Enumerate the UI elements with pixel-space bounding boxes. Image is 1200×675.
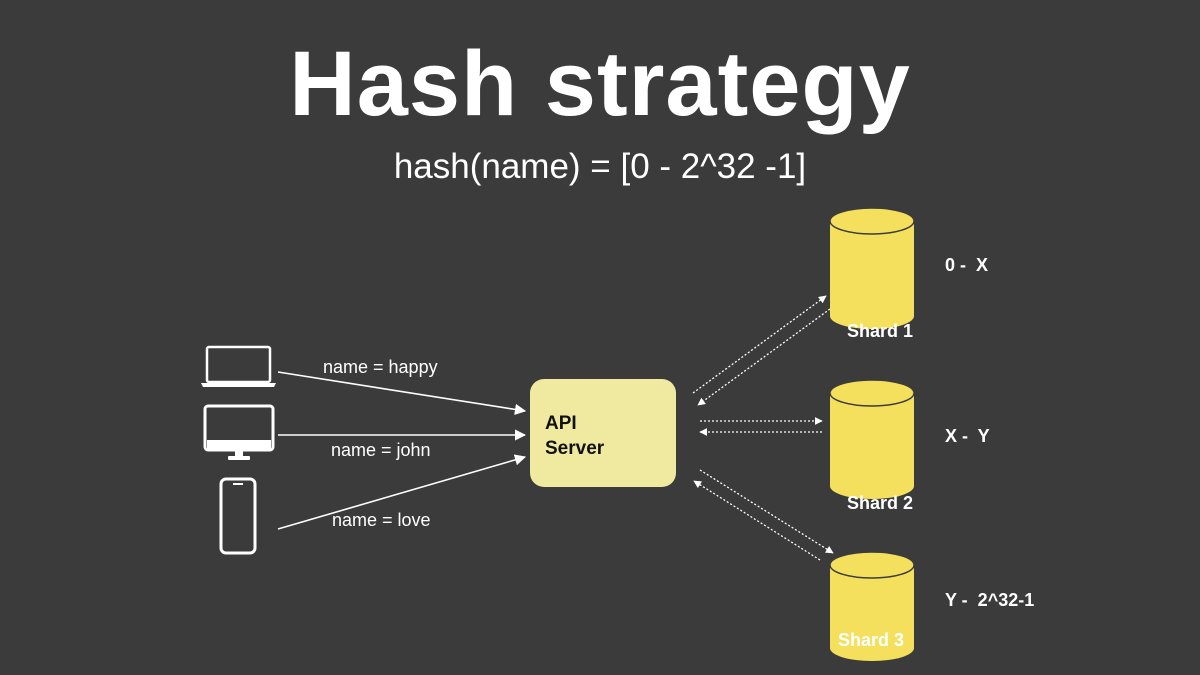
arrow-api-to-shard-3 [699,469,834,554]
desktop-monitor-icon [203,404,275,460]
shard-2-database-icon [829,379,915,499]
shard-2-label: Shard 2 [847,493,914,513]
shard-3-label: Shard 3 [838,630,905,650]
request-label-john: name = john [331,440,431,460]
arrow-api-to-shard-1 [692,295,827,394]
arrow-phone-to-api [277,454,527,530]
shard-3-range: Y - 2^32-1 [945,590,1035,610]
request-label-happy: name = happy [323,357,438,377]
shard-2-range: X - Y [945,426,990,446]
hash-formula: hash(name) = [0 - 2^32 -1] [393,147,807,186]
shard-1-database-icon [829,207,915,329]
api-server-box: API Server [530,379,676,487]
shard-3-database-icon [829,551,915,661]
arrow-shard-1-to-api [697,308,831,406]
arrow-shard-3-to-api [693,480,821,561]
slide-title: Hash strategy [289,33,911,135]
request-label-love: name = love [332,510,431,530]
shard-1-label: Shard 1 [847,321,914,341]
api-server-label-line-2: Server [545,438,605,459]
api-server-label-line-1: API [545,413,577,434]
api-server-label: API Server [545,411,604,461]
smartphone-icon [219,477,257,555]
laptop-icon [201,345,276,387]
arrow-laptop-to-api [277,371,527,415]
shard-1-range: 0 - X [945,255,989,275]
